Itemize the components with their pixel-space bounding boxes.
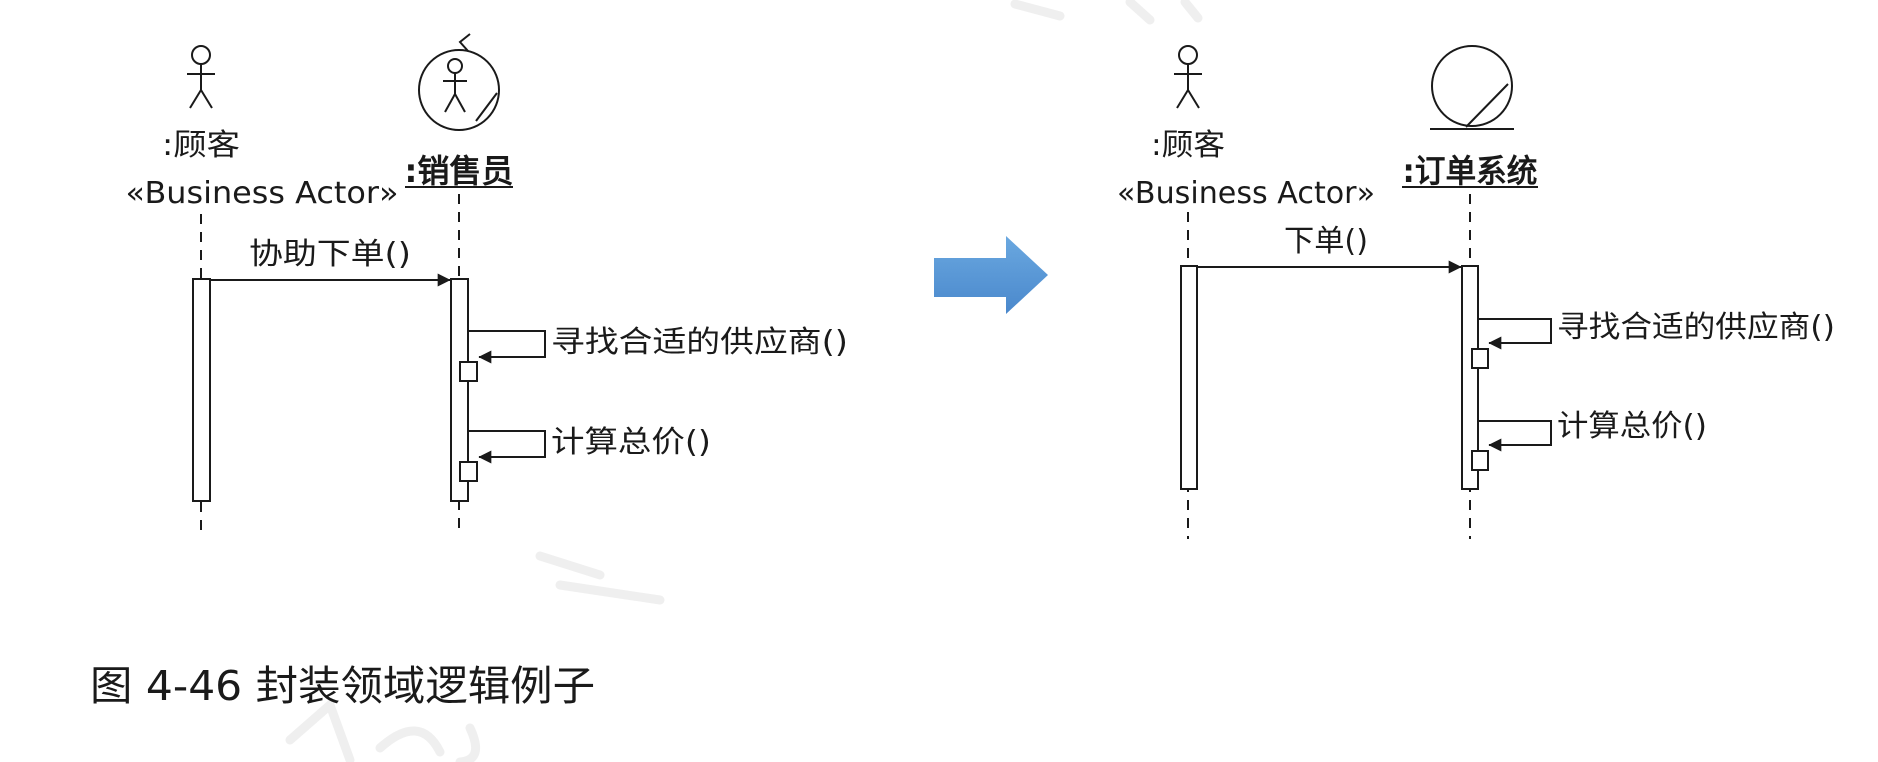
business-entity-icon: [1430, 45, 1514, 130]
left-sequence-diagram: :顾客 «Business Actor» :销售员 协助下单() 寻找合适的供应…: [126, 33, 848, 535]
actor-name: :顾客: [1151, 128, 1225, 163]
right-arrow-icon: [934, 236, 1048, 314]
actor-name: :顾客: [162, 128, 240, 163]
self-message-arrow: [468, 430, 546, 464]
self-message-arrow: [1478, 420, 1552, 452]
figure-caption: 图 4-46 封装领域逻辑例子: [90, 662, 595, 710]
self-message-label: 寻找合适的供应商(): [1557, 310, 1835, 345]
self-message-label: 寻找合适的供应商(): [551, 325, 848, 360]
watermark: [285, 0, 1203, 762]
message-label: 协助下单(): [249, 237, 411, 272]
entity-name: :订单系统: [1403, 152, 1538, 190]
nested-activation-box: [1471, 348, 1489, 369]
worker-activation-bar: [450, 278, 469, 502]
actor-activation-bar: [192, 278, 211, 502]
self-message-arrow: [468, 330, 546, 364]
right-sequence-diagram: :顾客 «Business Actor» :订单系统 下单() 寻找合适的供应商…: [1117, 45, 1835, 539]
worker-name: :销售员: [405, 152, 514, 190]
actor-stereotype: «Business Actor»: [1117, 176, 1375, 211]
nested-activation-box: [1471, 450, 1489, 471]
entity-activation-bar: [1461, 265, 1479, 490]
actor-activation-bar: [1180, 265, 1198, 490]
nested-activation-box: [459, 361, 478, 382]
self-message-label: 计算总价(): [551, 425, 711, 460]
actor-icon: [1174, 45, 1202, 109]
message-label: 下单(): [1284, 224, 1368, 259]
self-message-label: 计算总价(): [1557, 409, 1707, 444]
nested-activation-box: [459, 461, 478, 482]
actor-stereotype: «Business Actor»: [126, 176, 399, 211]
business-worker-icon: [418, 33, 500, 131]
self-message-arrow: [1478, 318, 1552, 350]
actor-icon: [187, 45, 215, 109]
